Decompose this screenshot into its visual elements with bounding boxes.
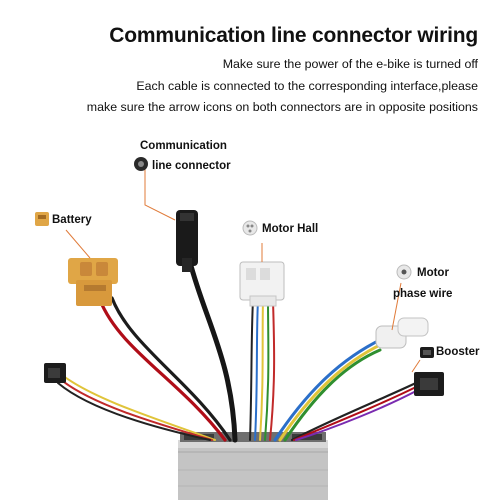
- communication-icon: [134, 157, 148, 171]
- battery-label: Battery: [52, 214, 92, 226]
- instruction-line-3: make sure the arrow icons on both connec…: [86, 100, 478, 114]
- communication-label-2: line connector: [152, 160, 231, 172]
- motor-phase-icon: [396, 264, 412, 280]
- booster-label: Booster: [436, 346, 480, 358]
- page-title: Communication line connector wiring: [109, 24, 478, 47]
- instruction-line-2: Each cable is connected to the correspon…: [136, 79, 478, 93]
- motor-hall-connector: [239, 261, 285, 307]
- motor-hall-icon: [242, 220, 258, 236]
- communication-label-1: Communication: [140, 140, 227, 152]
- battery-icon: [35, 212, 49, 226]
- motor-phase-label-2: phase wire: [393, 288, 453, 300]
- booster-wires: [290, 380, 420, 442]
- battery-connector: [68, 258, 118, 306]
- motor-hall-label: Motor Hall: [262, 223, 319, 235]
- left-small-connector: [44, 363, 66, 383]
- motor-phase-label-1: Motor: [417, 267, 449, 279]
- instruction-line-1: Make sure the power of the e-bike is tur…: [222, 57, 478, 71]
- booster-connector: [414, 372, 444, 396]
- phase-wires: [273, 336, 386, 442]
- communication-connector: [176, 210, 198, 272]
- motor-phase-connector: [375, 317, 429, 349]
- communication-cable: [187, 259, 238, 443]
- booster-icon: [420, 347, 434, 358]
- callout-lines: [65, 163, 421, 373]
- left-connector-wires: [57, 374, 216, 441]
- controller-box: [178, 432, 328, 500]
- hall-wires: [249, 299, 276, 441]
- battery-wires: [98, 296, 232, 442]
